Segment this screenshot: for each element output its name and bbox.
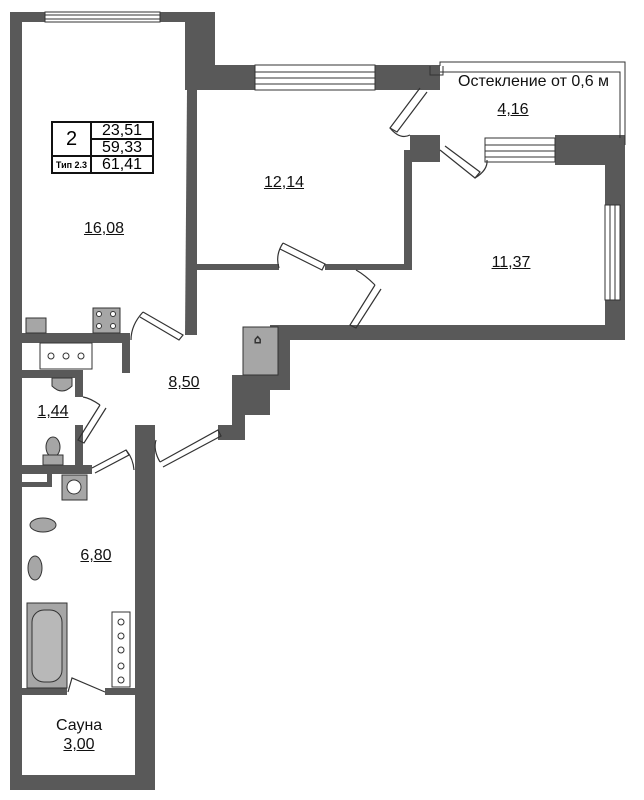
room-area-room: 11,37 xyxy=(491,254,531,271)
room-area-bathroom: 6,80 xyxy=(80,547,112,564)
room-name-sauna: Сауна xyxy=(56,717,103,734)
walls xyxy=(10,12,625,790)
fixtures: ⌂ xyxy=(25,307,279,689)
area-without-balcony: 59,33 xyxy=(91,139,153,156)
bath-sink-icon xyxy=(27,555,43,581)
total-area: 61,41 xyxy=(91,156,153,173)
room-area-balcony: 4,16 xyxy=(497,101,529,118)
wardrobe-icon xyxy=(242,326,279,376)
room-area-wc: 1,44 xyxy=(37,403,69,420)
apartment-info-table: 2 23,51 59,33 Тип 2.3 61,41 xyxy=(51,121,154,174)
sink-icon xyxy=(25,317,47,334)
room-area-kitchen-living: 16,08 xyxy=(83,220,125,237)
room-area-hall: 8,50 xyxy=(168,374,200,391)
bidet-icon xyxy=(29,517,57,533)
balcony-glazing xyxy=(429,61,626,145)
room-area-bedroom: 12,14 xyxy=(263,174,305,191)
balcony-glazing-note: Остекление от 0,6 м xyxy=(458,73,610,90)
svg-text:⌂: ⌂ xyxy=(254,332,261,346)
washing-machine-icon xyxy=(61,474,88,501)
apartment-type: Тип 2.3 xyxy=(52,156,91,173)
windows xyxy=(44,11,621,301)
rooms-count: 2 xyxy=(52,122,91,156)
doors xyxy=(67,87,488,693)
living-area: 23,51 xyxy=(91,122,153,139)
room-area-sauna: 3,00 xyxy=(63,736,95,753)
toilet-icon xyxy=(45,436,61,458)
washbasin-icon xyxy=(51,377,73,392)
